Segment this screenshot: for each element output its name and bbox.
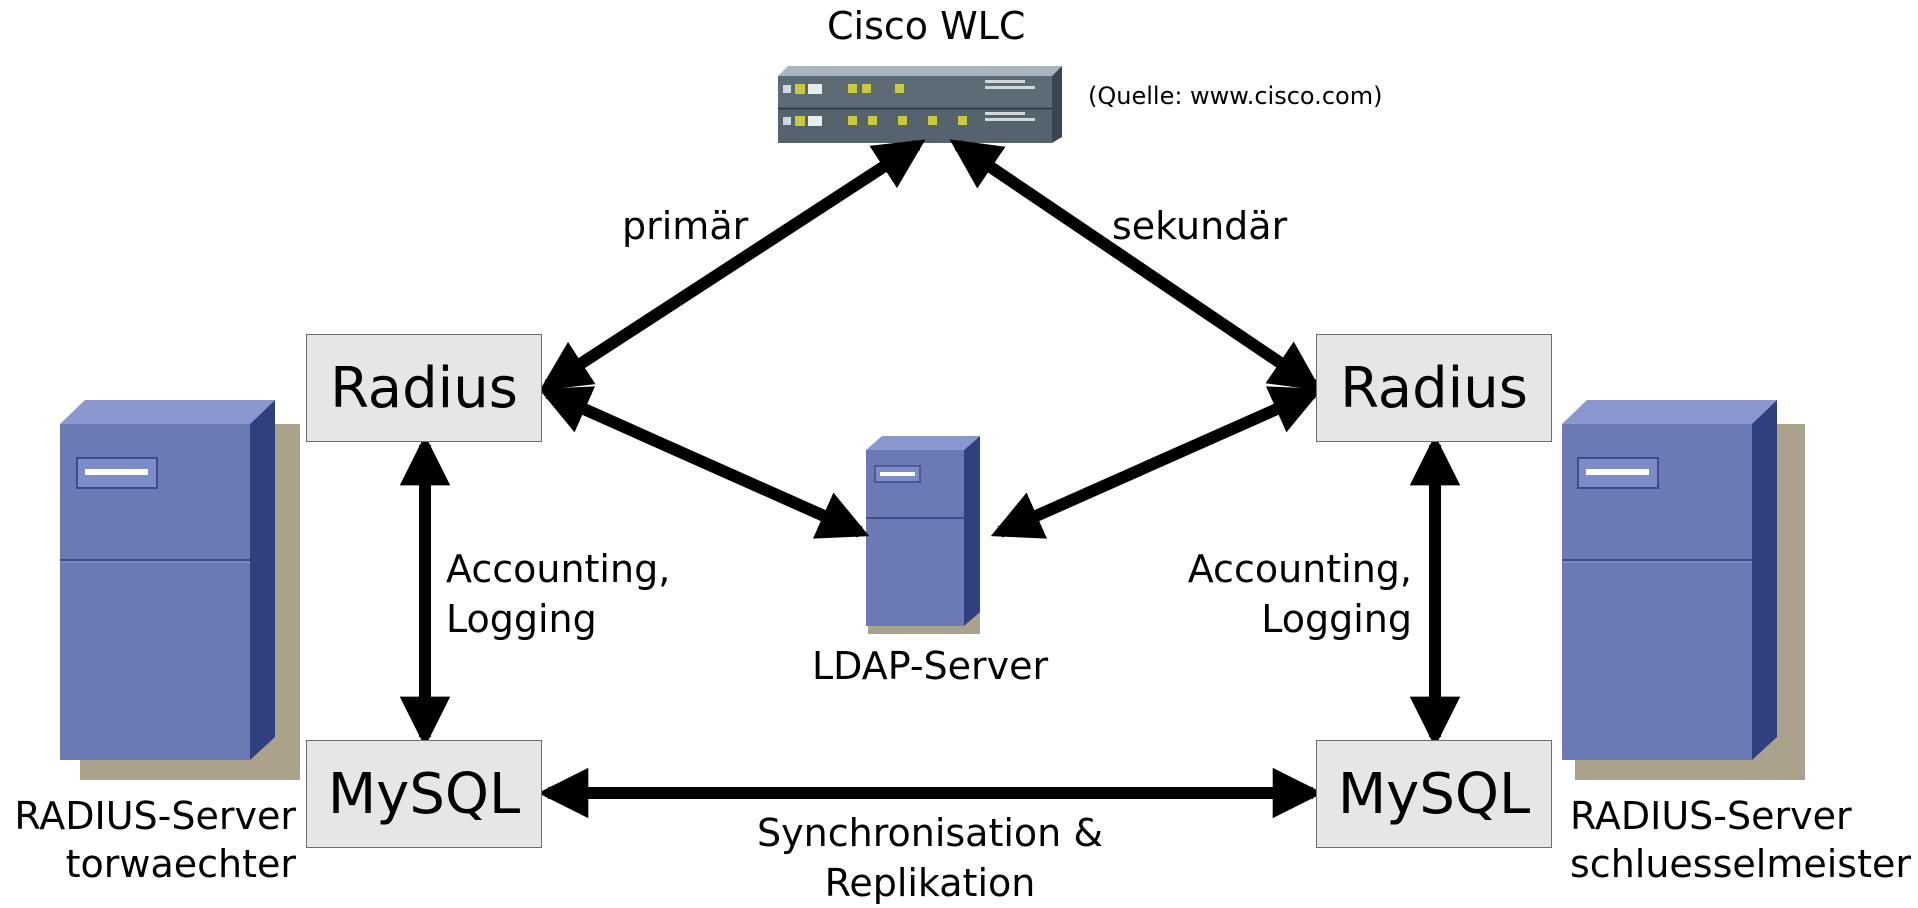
sync-label: Synchronisation & Replikation xyxy=(730,808,1130,908)
accounting-right-line2: Logging xyxy=(1261,597,1412,641)
mysql-right-label: MySQL xyxy=(1337,761,1531,827)
cisco-wlc-device-icon xyxy=(778,66,1062,143)
arrow-wlc-radius-right xyxy=(949,139,1322,391)
accounting-left-line1: Accounting, xyxy=(446,547,671,591)
primary-link-label: primär xyxy=(622,204,749,248)
sync-line1: Synchronisation & xyxy=(757,811,1103,855)
source-note: (Quelle: www.cisco.com) xyxy=(1088,82,1383,110)
left-server-line2: torwaechter xyxy=(65,842,296,886)
accounting-right-line1: Accounting, xyxy=(1187,547,1412,591)
accounting-right-label: Accounting, Logging xyxy=(1150,544,1412,644)
radius-right-box: Radius xyxy=(1316,334,1552,442)
left-server-line1: RADIUS-Server xyxy=(14,794,296,838)
mysql-left-label: MySQL xyxy=(327,761,521,827)
right-server-line1: RADIUS-Server xyxy=(1570,794,1852,838)
accounting-left-line2: Logging xyxy=(446,597,597,641)
ldap-server-label: LDAP-Server xyxy=(812,644,1049,688)
diagram-title: Cisco WLC xyxy=(827,4,1026,48)
arrow-radius-right-ldap xyxy=(990,386,1323,539)
secondary-link-label: sekundär xyxy=(1112,204,1288,248)
radius-right-label: Radius xyxy=(1340,355,1528,421)
accounting-left-label: Accounting, Logging xyxy=(446,544,670,644)
sync-line2: Replikation xyxy=(824,861,1036,905)
right-server-line2: schluesselmeister xyxy=(1570,842,1911,886)
arrow-wlc-radius-left xyxy=(539,139,926,391)
mysql-left-box: MySQL xyxy=(306,740,542,848)
radius-left-label: Radius xyxy=(330,355,518,421)
left-server-caption: RADIUS-Server torwaechter xyxy=(6,792,296,888)
ldap-server-icon xyxy=(866,436,980,634)
arrow-radius-left-ldap xyxy=(538,386,870,539)
mysql-right-box: MySQL xyxy=(1316,740,1552,848)
right-server-tower-icon xyxy=(1562,400,1805,780)
right-server-caption: RADIUS-Server schluesselmeister xyxy=(1570,792,1911,888)
left-server-tower-icon xyxy=(60,400,300,780)
radius-left-box: Radius xyxy=(306,334,542,442)
